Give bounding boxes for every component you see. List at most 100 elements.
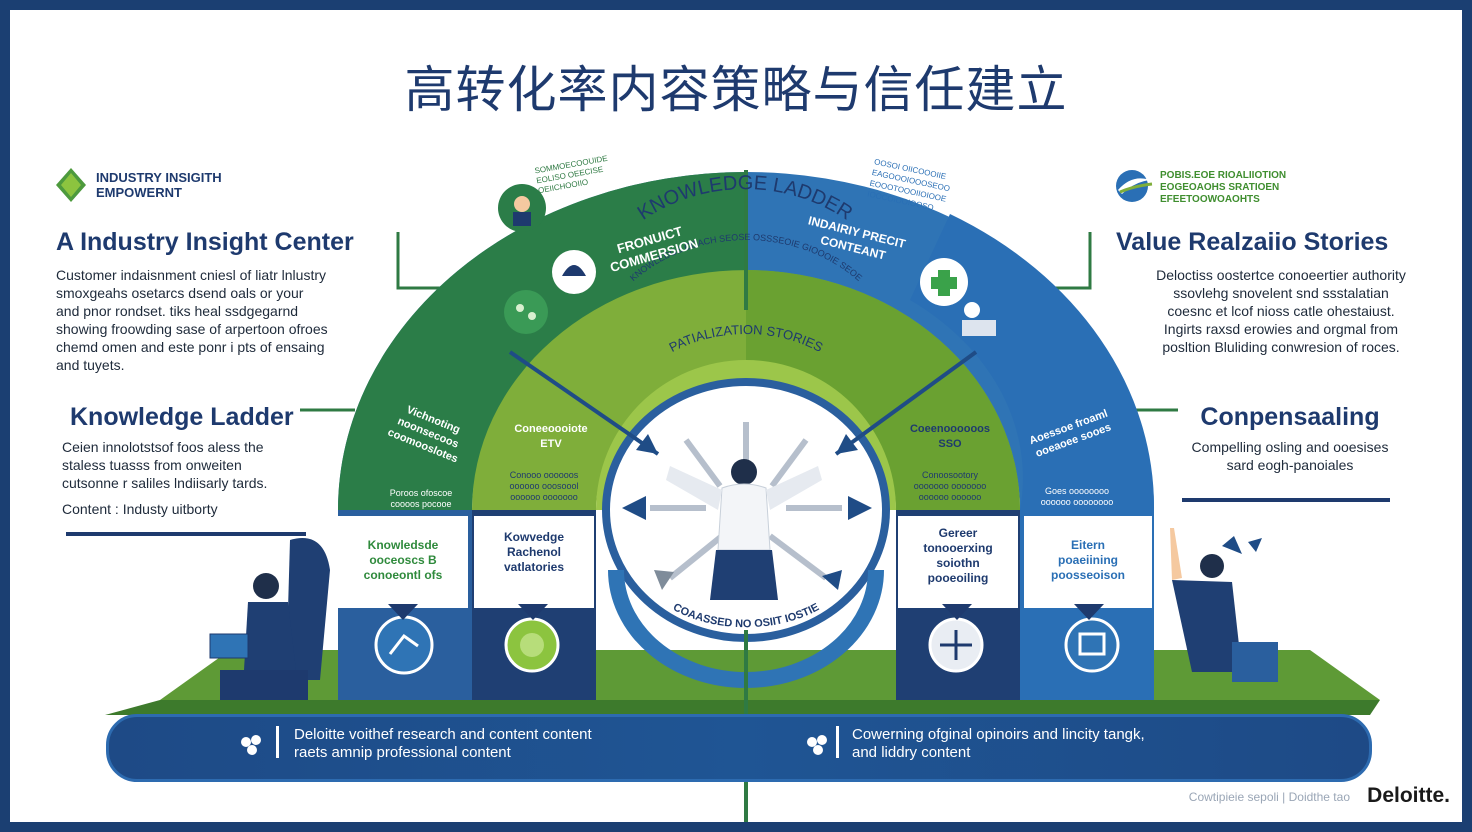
guide-line-right-top (1048, 232, 1092, 290)
text-line: oooooo oooooo (918, 492, 982, 502)
text-line: Conoosootory (921, 470, 979, 480)
card-chevrons (388, 604, 1104, 620)
guide-line-left-top (396, 232, 442, 290)
team-icon (962, 302, 996, 336)
banner-left-text: Deloitte voithef research and content co… (294, 726, 592, 762)
profile-badge-icon (498, 184, 546, 232)
banner-divider-right (836, 726, 839, 758)
card-line: poaeiining (1058, 553, 1118, 567)
diag-arrow-right-head-icon (836, 434, 858, 454)
network-icon (504, 290, 548, 334)
body-line: Ingirts raxsd erowies and orgmal from (1163, 321, 1399, 337)
card-line: vatlatories (503, 560, 565, 574)
card-4-text: Eitern poaeiining poosseoison (1024, 538, 1152, 583)
banner-right-text: Cowerning ofginal opinoirs and lincity t… (852, 726, 1145, 762)
left-logo-text: INDUSTRY INSIGITH EMPOWERNT (96, 170, 222, 200)
leaf-circle-icon (504, 617, 560, 673)
text-line: oooooo ooosoool (509, 481, 579, 491)
chevron-down-icon (1074, 604, 1104, 620)
chevron-down-icon (388, 604, 418, 620)
left-mid-sub: Conooo oooooos oooooo ooosoool oooooo oo… (494, 470, 594, 503)
left-logo-line-2: EMPOWERNT (96, 185, 182, 200)
text-line: ETV (540, 438, 562, 450)
body-line: showing froowding sase of arpertoon ofro… (56, 321, 328, 337)
card-1-text: Knowledsde ooceoscs B conoeontl ofs (338, 538, 468, 583)
right-mid-sub: Conoosootory ooooooo ooooooo oooooo oooo… (898, 470, 1002, 503)
diag-arrow-left-head-icon (636, 434, 658, 454)
person-with-laptop-icon (209, 538, 330, 700)
arrow-right-icon (848, 496, 872, 520)
diag-arrow-left (508, 350, 660, 456)
card-line: soiothn (936, 556, 980, 570)
body-line: staless tuasss from onweiten (62, 457, 242, 473)
card-3: Gereer tonooerxing soiothn pooeoiling (898, 516, 1018, 608)
leaf-cluster-icon (807, 735, 827, 755)
body-line: and tuyets. (56, 357, 125, 373)
right-logo-line-1: POBIS.EOE RIOALIIOTION (1160, 170, 1287, 181)
body-line: and pnor rondset. tiks heal ssdgegarnd (56, 303, 299, 319)
text-line: SSO (938, 438, 962, 450)
body-line: chemd omen and este ponr i pts of ensain… (56, 339, 325, 355)
right-mid-text: Coeenoooooos SSO (900, 422, 1000, 452)
bottom-banner (106, 714, 1372, 782)
banner-divider-left (276, 726, 279, 758)
medical-plus-icon (920, 258, 968, 306)
body-line: Deloctiss oostertce conoeertier authorit… (1156, 267, 1406, 283)
right-divider (1182, 498, 1390, 502)
page-title: 高转化率内容策略与信任建立 (404, 61, 1068, 119)
right-outer-sub: Goes oooooooo oooooo oooooooo (1022, 486, 1132, 508)
body-line: Customer indaisnment cniesl of liatr lnl… (56, 267, 326, 283)
right-logo-line-2: EOGEOAOHS SRATIOEN (1160, 182, 1280, 193)
arrow-downright-icon (822, 570, 842, 590)
radiating-arrows (650, 422, 842, 581)
left-mid-text: Coneeoooiote ETV (506, 422, 596, 452)
left-section2-body: Ceien innolotstsof foos aless the stales… (62, 438, 362, 492)
right-section2-body: Compelling osling and ooesises sard eogh… (1170, 438, 1410, 474)
card-2: Kowvedge Rachenol vatlatories (474, 516, 594, 608)
body-line: Compelling osling and ooesises (1191, 439, 1389, 455)
banner-line: and liddry content (852, 744, 971, 761)
right-logo-text: POBIS.EOE RIOALIIOTION EOGEOAOHS SRATIOE… (1160, 170, 1286, 206)
card-line: tonooerxing (923, 541, 993, 555)
banner-line: Cowerning ofginal opinoirs and lincity t… (852, 726, 1145, 743)
footer-note: Cowtipieie sepoli | Doidthe tao (1188, 790, 1350, 804)
left-section1-heading: A Industry Insight Center (56, 228, 354, 256)
card-2-text: Kowvedge Rachenol vatlatories (474, 530, 594, 575)
helmet-icon (552, 250, 596, 294)
globe-circle-icon (928, 617, 984, 673)
body-line: coesnc et lcof nioss catle ohestaiust. (1167, 303, 1395, 319)
card-line: poosseoison (1050, 568, 1125, 582)
body-line: cutsonne r saliles lndiisarly tards. (62, 475, 268, 491)
body-line: smoxgeahs osetarcs dsend oals or your (56, 285, 304, 301)
text-line: Coneeoooiote (514, 423, 588, 435)
text-line: oooooo oooooooo (1040, 497, 1114, 507)
chevron-down-icon (518, 604, 548, 620)
card-line: pooeoiling (927, 571, 989, 585)
leaf-cluster-icon (241, 735, 261, 755)
banner-line: raets amnip professional content (294, 744, 511, 761)
central-person-icon (666, 459, 822, 600)
document-circle-icon (1064, 617, 1120, 673)
card-line: Knowledsde (367, 538, 439, 552)
right-section1-body: Deloctiss oostertce conoeertier authorit… (1116, 266, 1446, 356)
right-logo-line-3: EFEETOOWOAOHTS (1160, 194, 1260, 205)
infographic-canvas: 高转化率内容策略与信任建立 INDUSTRY INSIGITH EMPOWERN… (10, 10, 1462, 822)
left-outer-sub: Poroos ofoscoe coooos pocooe (366, 488, 476, 510)
body-line: sard eogh-panoiales (1226, 457, 1354, 473)
diamond-logo-icon (56, 168, 86, 202)
left-section2-heading: Knowledge Ladder (70, 403, 294, 431)
body-line: ssovlehg snovelent snd ssstalatian (1173, 285, 1389, 301)
text-line: coooos pocooe (390, 499, 452, 509)
right-section1-heading: Value Realzaiio Stories (1116, 228, 1389, 256)
card-line: Gereer (938, 526, 978, 540)
left-logo-line-1: INDUSTRY INSIGITH (96, 170, 222, 185)
swoosh-logo-icon (1116, 170, 1153, 202)
text-line: oooooo ooooooo (510, 492, 578, 502)
card-3-text: Gereer tonooerxing soiothn pooeoiling (898, 526, 1018, 586)
text-line: Conooo oooooos (509, 470, 579, 480)
text-line: ooooooo ooooooo (913, 481, 987, 491)
ground-edge (105, 700, 1380, 715)
card-line: Rachenol (506, 545, 561, 559)
left-section1-body: Customer indaisnment cniesl of liatr lnl… (56, 266, 396, 374)
banner-line: Deloitte voithef research and content co… (294, 726, 592, 743)
